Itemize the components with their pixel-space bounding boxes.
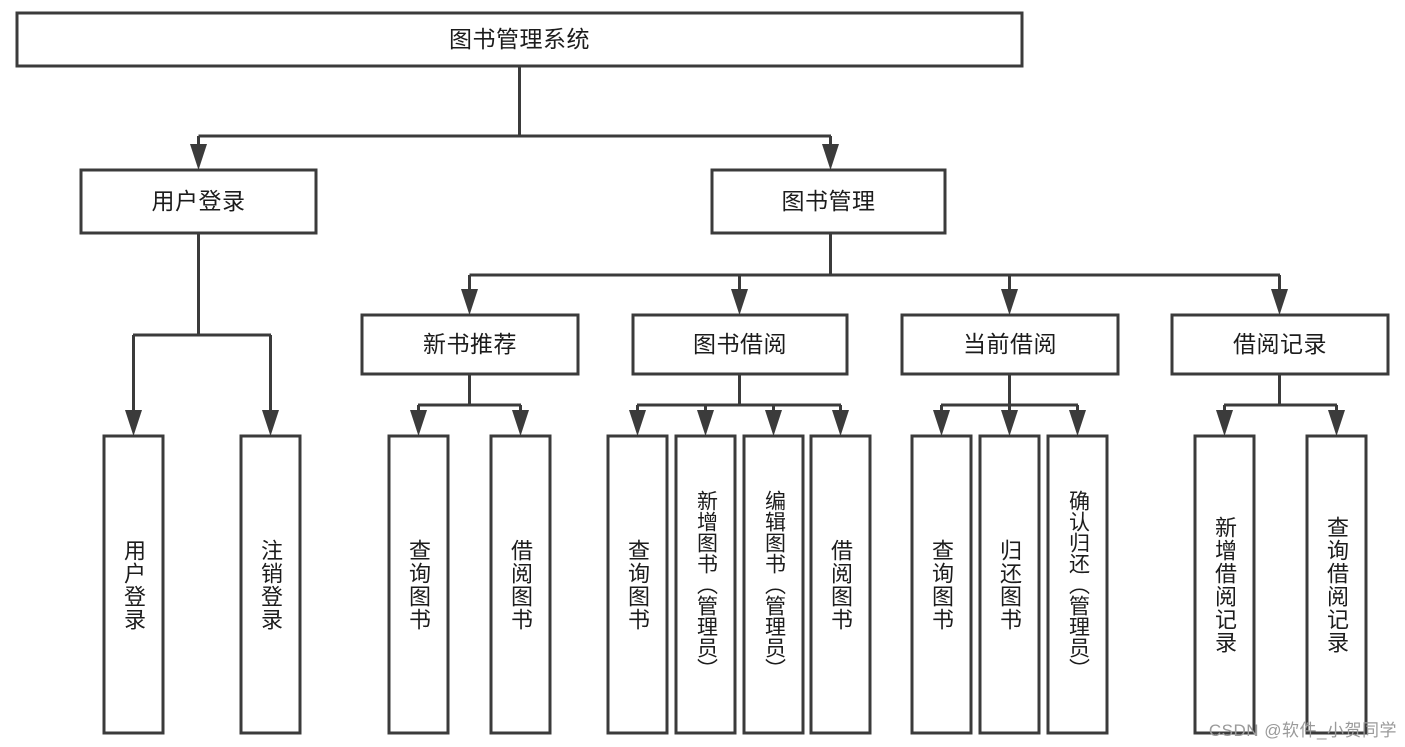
connector-root-to-level2 <box>190 66 839 170</box>
node-leaf-query-book-3[interactable] <box>910 434 973 735</box>
node-borrow-record[interactable] <box>1170 313 1390 376</box>
connector-borrow-record-to-leaves <box>1216 374 1345 436</box>
node-user-login[interactable] <box>79 168 318 235</box>
node-leaf-query-book-2[interactable] <box>606 434 669 735</box>
node-book-borrow[interactable] <box>631 313 849 376</box>
node-leaf-borrow-book-1[interactable] <box>489 434 552 735</box>
node-leaf-add-borrow-record[interactable] <box>1193 434 1256 735</box>
node-leaf-logout[interactable] <box>239 434 302 735</box>
node-leaf-user-login[interactable] <box>102 434 165 735</box>
connector-book-manage-to-level3 <box>461 233 1288 315</box>
node-leaf-query-book-1[interactable] <box>387 434 450 735</box>
node-root-library-system[interactable] <box>15 11 1024 68</box>
watermark-text: CSDN @软件_小贺同学 <box>1208 721 1397 740</box>
node-leaf-borrow-book-2[interactable] <box>809 434 872 735</box>
node-current-borrow[interactable] <box>900 313 1120 376</box>
connector-new-book-to-leaves <box>410 374 529 436</box>
node-leaf-query-borrow-record[interactable] <box>1305 434 1368 735</box>
connector-user-login-to-leaves <box>125 233 279 436</box>
node-leaf-return-book[interactable] <box>978 434 1041 735</box>
connector-current-borrow-to-leaves <box>933 374 1086 436</box>
node-leaf-edit-book-admin[interactable] <box>742 434 805 735</box>
node-new-book-recommend[interactable] <box>360 313 580 376</box>
node-leaf-confirm-return-admin[interactable] <box>1046 434 1109 735</box>
connector-book-borrow-to-leaves <box>629 374 849 436</box>
node-book-manage[interactable] <box>710 168 947 235</box>
node-leaf-add-book-admin[interactable] <box>674 434 737 735</box>
